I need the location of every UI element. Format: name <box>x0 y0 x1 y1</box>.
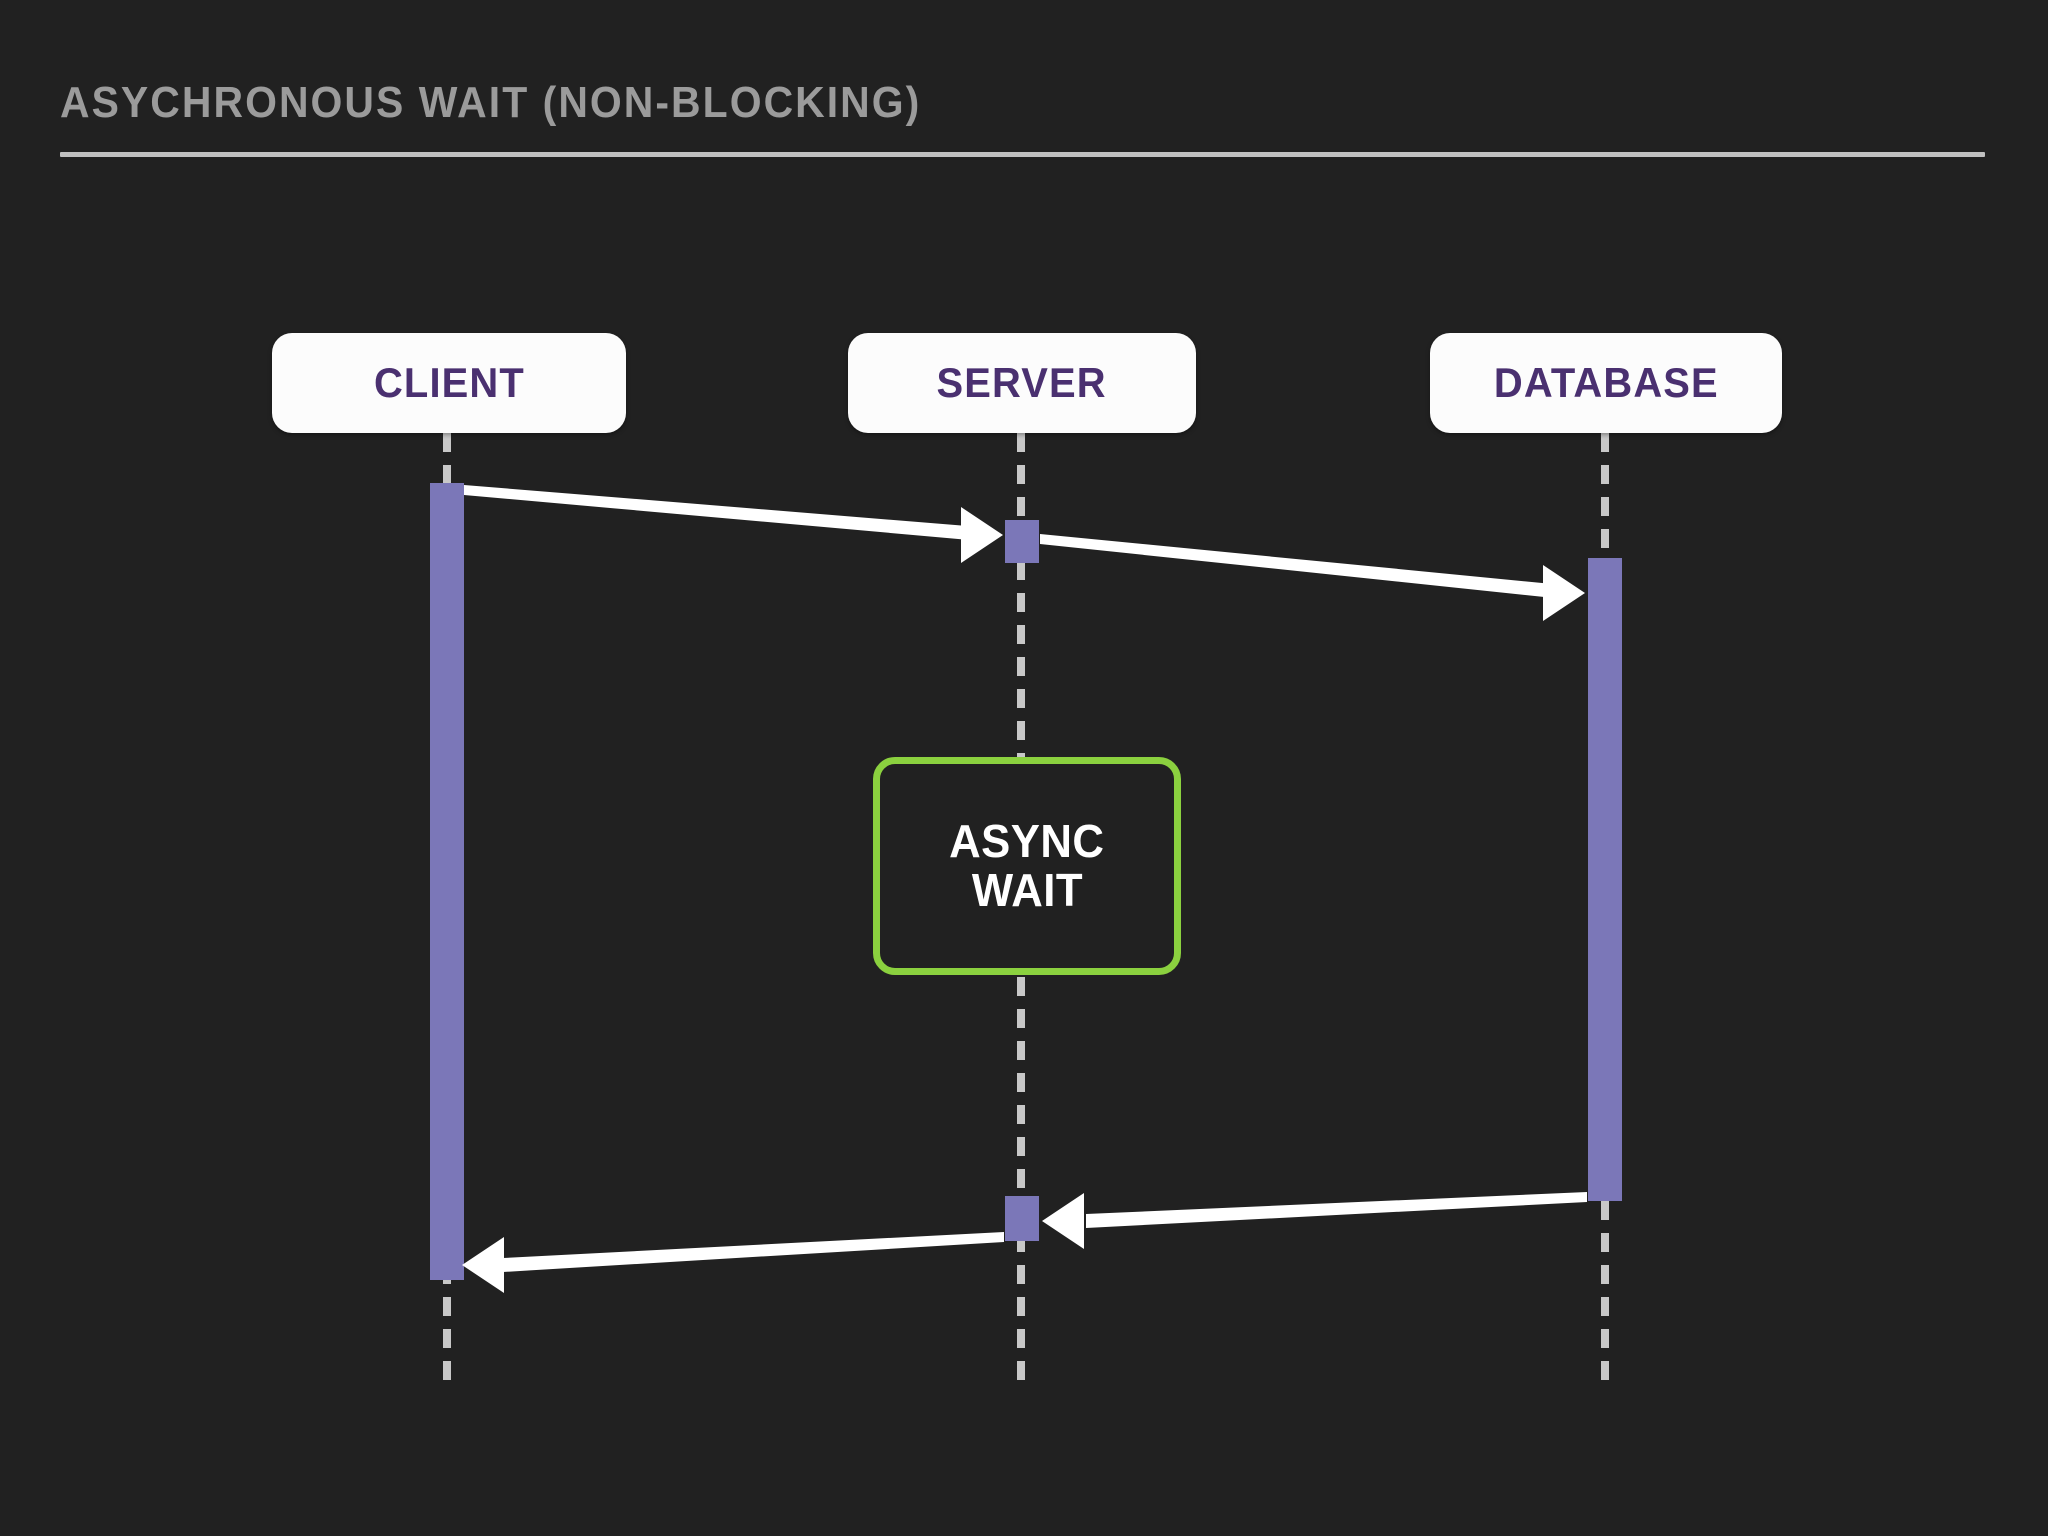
async-wait-label-line-2: WAIT <box>971 864 1083 916</box>
participant-label-server: SERVER <box>936 359 1108 406</box>
participant-box-database[interactable]: DATABASE <box>1430 333 1782 433</box>
activation-bar-server-request <box>1005 520 1039 563</box>
activation-bar-server-response <box>1005 1196 1039 1241</box>
participant-label-client: CLIENT <box>373 359 525 406</box>
message-arrow-client-to-server <box>464 485 1003 563</box>
title-divider <box>60 152 1985 157</box>
async-wait-label-line-1: ASYNC <box>949 815 1105 868</box>
participant-label-database: DATABASE <box>1493 359 1719 406</box>
message-arrow-server-to-client <box>462 1232 1004 1293</box>
page-title: ASYCHRONOUS WAIT (NON-BLOCKING) <box>60 78 922 127</box>
activation-bar-client <box>430 483 464 1280</box>
activation-bar-database <box>1588 558 1622 1201</box>
message-arrow-server-to-database <box>1040 534 1585 621</box>
message-arrow-database-to-server <box>1042 1192 1587 1249</box>
participant-box-client[interactable]: CLIENT <box>272 333 626 433</box>
async-wait-fragment[interactable]: ASYNC WAIT <box>873 757 1181 975</box>
participant-box-server[interactable]: SERVER <box>848 333 1196 433</box>
